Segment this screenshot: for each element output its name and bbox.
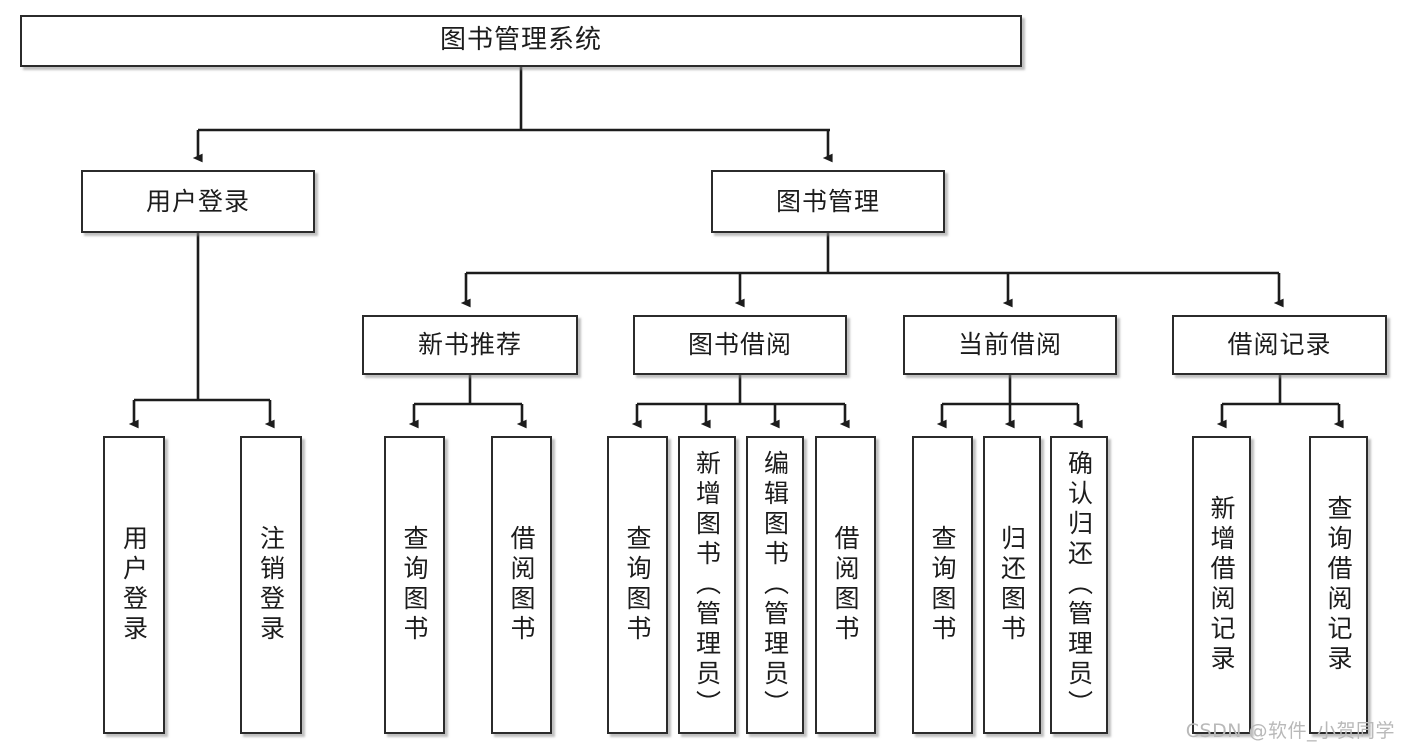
node-book-management[interactable]: 图书管理 — [711, 170, 945, 233]
csdn-watermark: CSDN @软件_小贺同学 — [1185, 720, 1395, 742]
node-label: 用户登录 — [145, 186, 250, 216]
node-borrow-record[interactable]: 借阅记录 — [1172, 315, 1387, 375]
leaf-query-borrow-record[interactable]: 查询借阅记录 — [1309, 436, 1368, 734]
node-label: 查询图书 — [623, 525, 652, 645]
node-label: 归还图书 — [997, 525, 1027, 645]
node-label: 查询图书 — [928, 525, 957, 645]
node-label: 查询图书 — [400, 525, 429, 645]
node-label: 图书管理系统 — [439, 25, 602, 56]
node-label: 用户登录 — [119, 525, 149, 645]
node-label: 借阅图书 — [831, 525, 860, 645]
node-label: 确认归还（管理员） — [1064, 450, 1094, 720]
node-label: 新增图书（管理员） — [692, 450, 722, 720]
leaf-return-book[interactable]: 归还图书 — [983, 436, 1041, 734]
node-label: 当前借阅 — [957, 330, 1062, 359]
leaf-borrow-book[interactable]: 借阅图书 — [815, 436, 876, 734]
leaf-query-book-recommend[interactable]: 查询图书 — [384, 436, 445, 734]
leaf-user-login[interactable]: 用户登录 — [103, 436, 165, 734]
node-label: 注销登录 — [256, 525, 286, 645]
leaf-add-book-admin[interactable]: 新增图书（管理员） — [678, 436, 736, 734]
node-label: 编辑图书（管理员） — [760, 450, 790, 720]
leaf-query-book-borrow[interactable]: 查询图书 — [607, 436, 668, 734]
leaf-query-book-current[interactable]: 查询图书 — [912, 436, 973, 734]
node-label: 新书推荐 — [417, 330, 522, 359]
node-current-borrow[interactable]: 当前借阅 — [903, 315, 1117, 375]
node-label: 图书管理 — [775, 186, 880, 216]
leaf-edit-book-admin[interactable]: 编辑图书（管理员） — [746, 436, 804, 734]
leaf-confirm-return-admin[interactable]: 确认归还（管理员） — [1050, 436, 1108, 734]
node-label: 借阅图书 — [507, 525, 536, 645]
leaf-logout-login[interactable]: 注销登录 — [240, 436, 302, 734]
node-book-borrow[interactable]: 图书借阅 — [633, 315, 847, 375]
node-label: 新增借阅记录 — [1207, 495, 1236, 675]
node-label: 借阅记录 — [1227, 330, 1332, 359]
leaf-borrow-book-recommend[interactable]: 借阅图书 — [491, 436, 552, 734]
node-root-book-management-system[interactable]: 图书管理系统 — [20, 15, 1022, 67]
leaf-add-borrow-record[interactable]: 新增借阅记录 — [1192, 436, 1251, 734]
node-label: 图书借阅 — [687, 330, 792, 359]
node-label: 查询借阅记录 — [1324, 495, 1353, 675]
node-new-book-recommend[interactable]: 新书推荐 — [362, 315, 578, 375]
node-user-login[interactable]: 用户登录 — [81, 170, 315, 233]
